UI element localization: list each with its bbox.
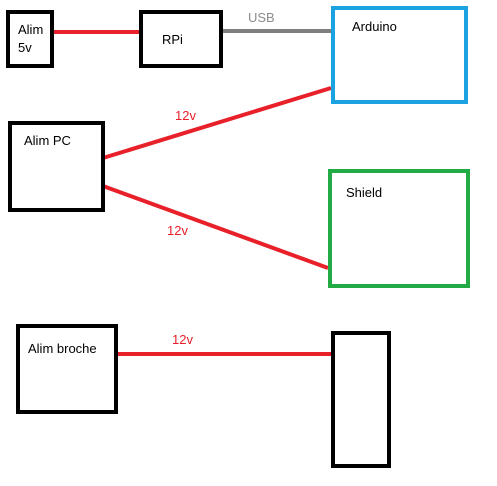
- rpi-label: RPi: [162, 32, 183, 47]
- usb-wire-label: USB: [248, 10, 275, 25]
- alim5v-label-line2: 5v: [18, 40, 32, 55]
- rpi-box: [139, 10, 223, 68]
- wire-pc-shield: [102, 184, 329, 270]
- arduino-box: [331, 6, 468, 104]
- unlabeled-box: [331, 331, 391, 468]
- alim-broche-box: [16, 324, 118, 414]
- shield-label: Shield: [346, 185, 382, 200]
- alim-pc-box: [8, 121, 105, 212]
- alim-broche-label: Alim broche: [28, 341, 97, 356]
- pc-shield-wire-label: 12v: [167, 223, 188, 238]
- wire-pc-arduino: [102, 86, 332, 160]
- alim-pc-label: Alim PC: [24, 133, 71, 148]
- pc-arduino-wire-label: 12v: [175, 108, 196, 123]
- alim5v-box: [6, 10, 54, 68]
- alim5v-label-line1: Alim: [18, 22, 43, 37]
- broche-wire-label: 12v: [172, 332, 193, 347]
- shield-box: [328, 169, 470, 288]
- arduino-label: Arduino: [352, 19, 397, 34]
